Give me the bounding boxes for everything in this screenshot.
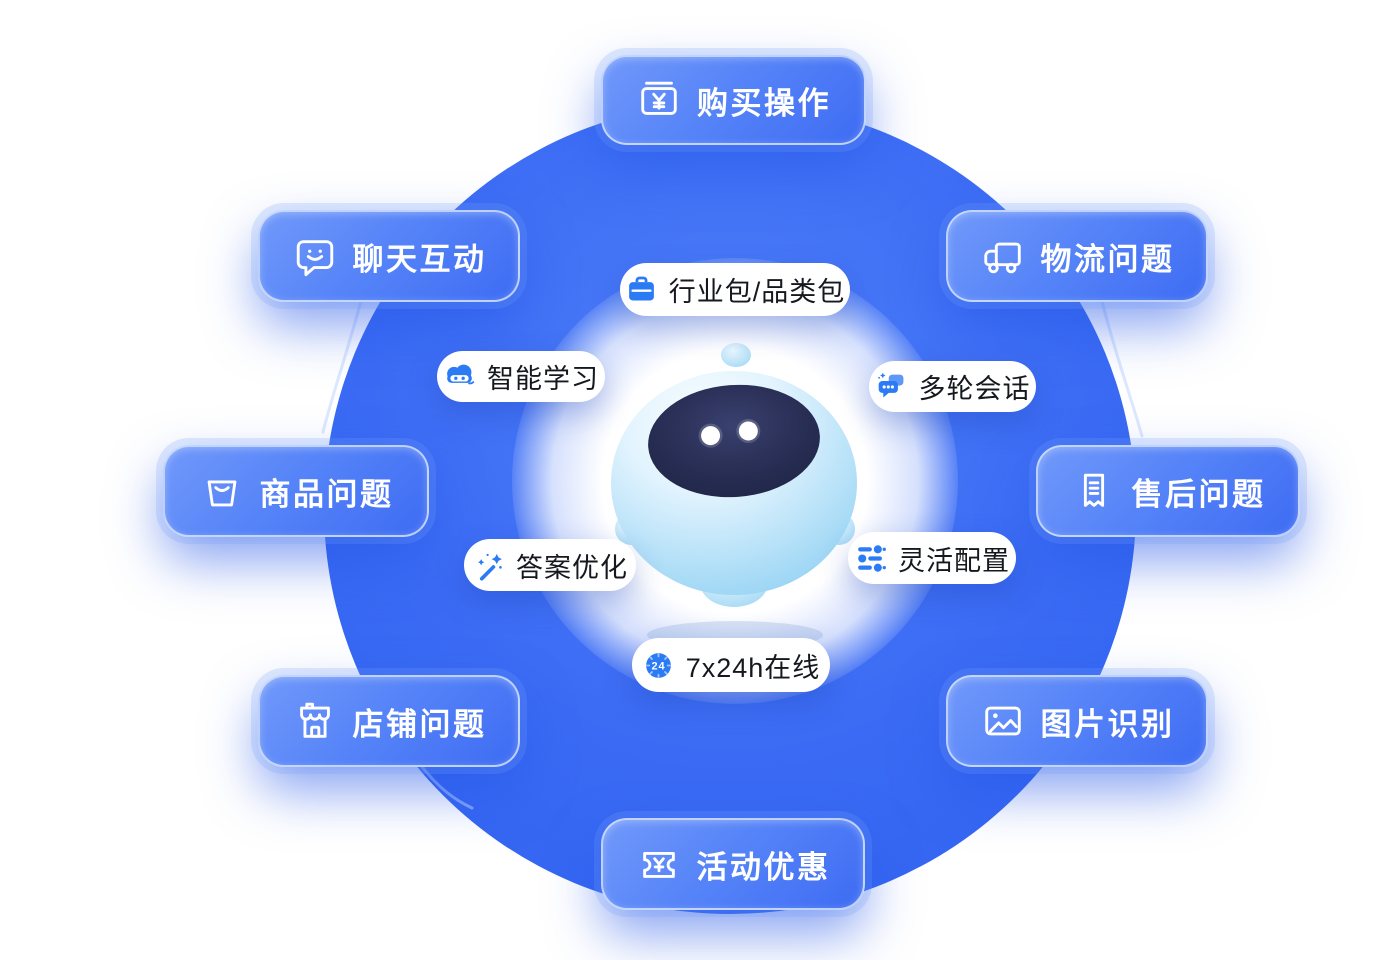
feature-card-label: 物流问题 xyxy=(1040,241,1175,277)
feature-card-image: 图片识别 xyxy=(946,675,1208,767)
shopping-bag-icon xyxy=(199,468,245,514)
yen-receipt-icon xyxy=(636,77,682,123)
robot-mascot xyxy=(611,343,857,649)
feature-card-label: 活动优惠 xyxy=(696,849,831,885)
cloud-bot-icon xyxy=(443,360,476,393)
receipt-icon xyxy=(1071,468,1117,514)
pill-online-247: 24 7x24h在线 xyxy=(632,638,830,692)
feature-card-promo: 活动优惠 xyxy=(601,818,865,910)
robot-right-eye xyxy=(738,421,758,441)
feature-card-aftersale: 售后问题 xyxy=(1036,445,1300,537)
feature-card-label: 购买操作 xyxy=(697,85,831,121)
pill-label: 多轮会话 xyxy=(918,374,1031,404)
coupon-icon xyxy=(636,841,682,887)
feature-card-label: 售后问题 xyxy=(1131,476,1266,512)
chat-bubbles-icon xyxy=(875,370,908,403)
robot-antenna xyxy=(721,343,751,367)
briefcase-icon xyxy=(625,273,658,306)
pill-label: 7x24h在线 xyxy=(685,652,821,683)
pill-flexible-config: 灵活配置 xyxy=(848,532,1016,584)
feature-card-purchase: 购买操作 xyxy=(601,55,866,145)
storefront-icon xyxy=(292,698,338,744)
pill-industry-pack: 行业包/品类包 xyxy=(620,263,850,316)
pill-smart-learning: 智能学习 xyxy=(437,351,605,402)
pill-label: 答案优化 xyxy=(516,552,628,583)
robot-face xyxy=(648,384,820,498)
feature-card-label: 店铺问题 xyxy=(352,706,487,742)
chat-smile-icon xyxy=(292,233,338,279)
feature-card-product: 商品问题 xyxy=(163,445,429,537)
magic-wand-icon xyxy=(472,549,505,582)
pill-answer-optimize: 答案优化 xyxy=(464,539,636,591)
feature-card-chat: 聊天互动 xyxy=(258,210,520,302)
clock-24-badge-text: 24 xyxy=(651,660,665,672)
feature-card-label: 图片识别 xyxy=(1040,706,1175,742)
robot-left-eye xyxy=(701,426,721,446)
pill-label: 灵活配置 xyxy=(898,545,1010,576)
feature-card-shop: 店铺问题 xyxy=(258,675,520,767)
feature-card-logistics: 物流问题 xyxy=(946,210,1208,302)
image-icon xyxy=(980,698,1026,744)
sliders-icon xyxy=(854,542,887,575)
pill-label: 行业包/品类包 xyxy=(668,277,846,307)
feature-card-label: 商品问题 xyxy=(259,476,394,512)
truck-icon xyxy=(980,233,1026,279)
pill-label: 智能学习 xyxy=(487,364,599,394)
clock-24-icon: 24 xyxy=(642,649,675,682)
feature-card-label: 聊天互动 xyxy=(352,241,487,277)
pill-multi-turn: 多轮会话 xyxy=(869,361,1036,412)
